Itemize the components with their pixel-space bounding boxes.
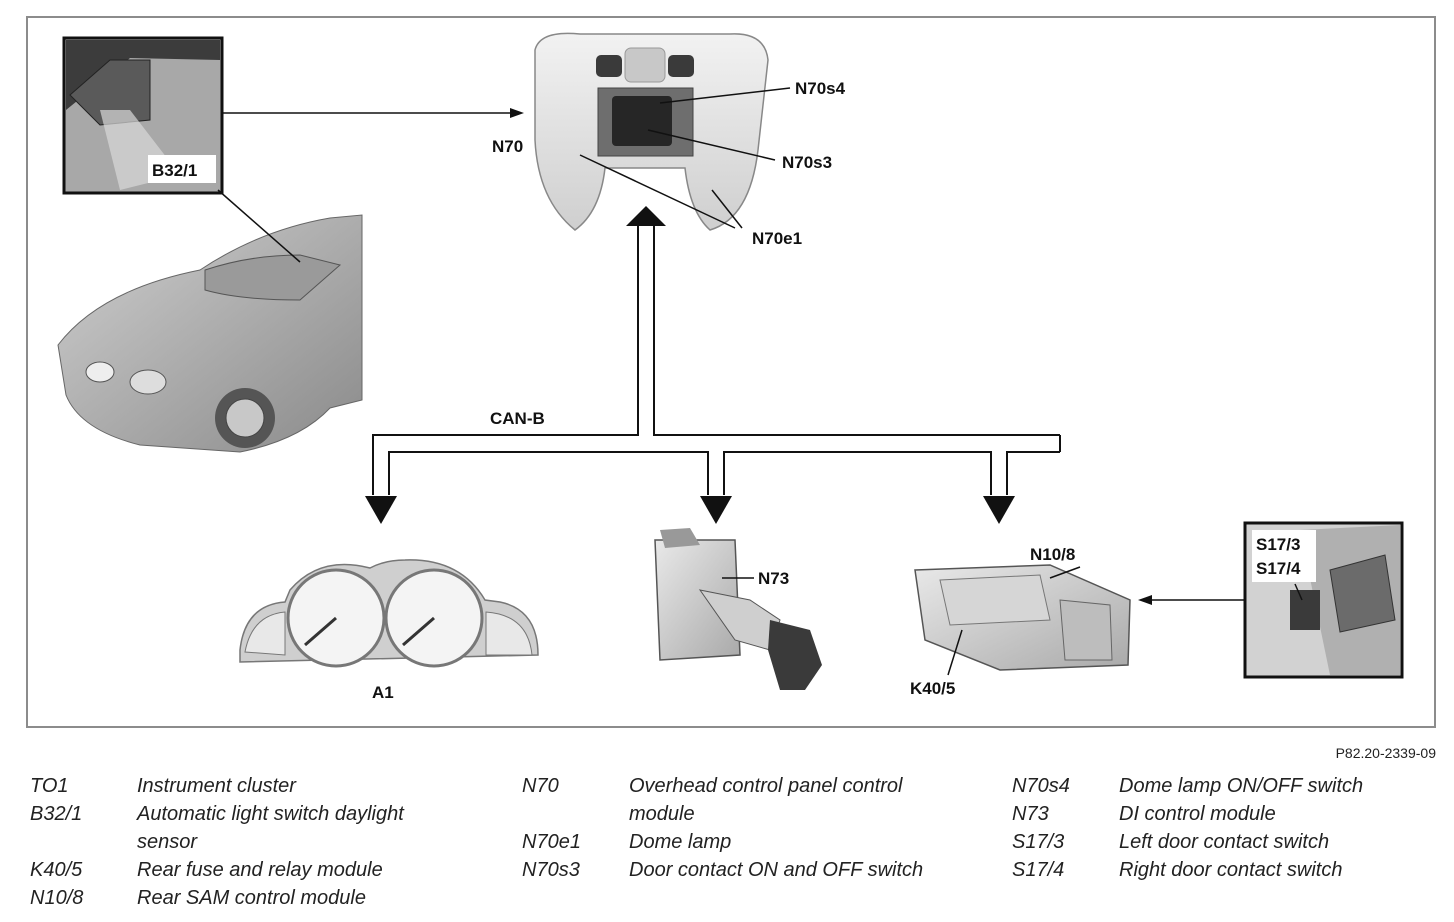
n70s4-leader (659, 87, 791, 104)
can-b-arrow-to-n73 (700, 496, 732, 524)
label-can-b: CAN-B (490, 409, 545, 428)
door-contact-switch-inset (1243, 521, 1404, 679)
door-switch-arrow-head (1138, 595, 1152, 605)
can-b-arrow-to-a1 (365, 496, 397, 524)
n70e1-leader-right (711, 189, 743, 229)
car-image (57, 214, 363, 453)
label-b32-1: B32/1 (152, 161, 197, 180)
can-b-arrow-to-n10-8 (983, 496, 1015, 524)
k40-5-leader (947, 629, 963, 676)
n70e1-leader-left (579, 154, 736, 229)
b32-1-arrow-head (510, 108, 524, 118)
can-b-bus (372, 225, 1061, 495)
label-s17-4: S17/4 (1256, 559, 1301, 578)
legend-row: sensor (137, 831, 198, 853)
overhead-control-panel-image (534, 32, 769, 231)
n70s3-leader (647, 129, 776, 161)
figure-reference: P82.20-2339-09 (1335, 745, 1436, 761)
label-n10-8: N10/8 (1030, 545, 1075, 564)
b32-1-inset (62, 36, 224, 195)
instrument-cluster-image (239, 559, 539, 668)
label-s17-3: S17/3 (1256, 535, 1300, 554)
can-b-arrow-to-n70 (626, 206, 666, 226)
b32-1-leader-line (217, 189, 301, 263)
label-n70: N70 (492, 137, 523, 156)
label-a1: A1 (372, 683, 394, 702)
label-n70e1: N70e1 (752, 229, 802, 248)
label-n70s4: N70s4 (795, 79, 846, 98)
label-n73: N73 (758, 569, 789, 588)
legend-row: module (629, 803, 695, 825)
ignition-switch-image (654, 528, 822, 690)
rear-sam-module-image (914, 564, 1131, 671)
label-n70s3: N70s3 (782, 153, 832, 172)
n10-8-leader (1049, 566, 1081, 579)
s17-leader (1294, 583, 1303, 601)
label-k40-5: K40/5 (910, 679, 955, 698)
